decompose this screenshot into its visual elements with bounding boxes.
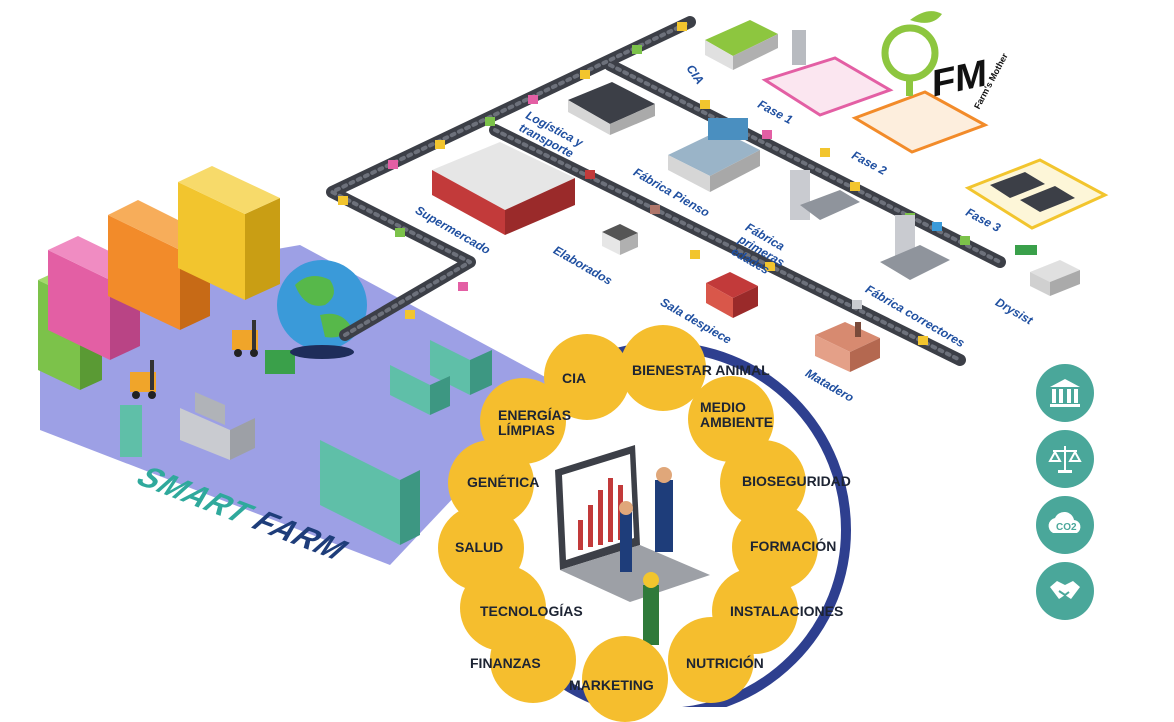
belt-boxes [338,22,970,345]
building-elaborados [602,224,638,255]
ring-label-finanzas: FINANZAS [470,655,541,671]
co2-icon[interactable]: CO2 [1036,496,1094,554]
ring-label-formacion: FORMACIÓN [750,538,837,554]
building-supermercado [432,142,575,235]
co2-icon-glyph: CO2 [1048,511,1081,533]
fase-platforms [761,56,1109,230]
handshake-icon-glyph [1050,581,1080,599]
pallet-stack [120,340,492,545]
scales-icon[interactable] [1036,430,1094,488]
ring-node-bienestar[interactable] [620,325,706,411]
ring-label-medio-ambiente: MEDIO AMBIENTE [700,399,774,431]
supply-chain-illustration [38,16,1109,565]
building-cia [705,20,806,70]
ring-label-bioseguridad: BIOSEGURIDAD [742,473,851,489]
svg-text:CO2: CO2 [1056,522,1077,533]
building-pienso [668,118,760,192]
building-drysist [1015,245,1080,296]
rack-yellow [178,166,280,300]
ring-label-cia: CIA [562,370,587,386]
processing-machine [180,392,255,460]
building-matadero [815,322,880,372]
ring-label-energias: ENERGÍAS LÍMPIAS [498,407,572,439]
ring-label-nutricion: NUTRICIÓN [686,655,764,671]
fm-logo: FM Farm's Mother [880,8,1015,118]
ring-label-genetica: GENÉTICA [467,474,540,490]
ring-node-energias[interactable] [480,378,566,464]
building-despiece [706,272,758,318]
seed-logo-icon [881,11,942,96]
scales-icon-glyph [1048,446,1082,473]
ring-label-instalaciones: INSTALACIONES [730,603,844,619]
bank-icon-glyph [1050,379,1080,407]
smart-farm-infographic: CIA Fase 1 Fase 2 Fase 3 Logística y tra… [38,8,1109,722]
ring-label-tecnologias: TECNOLOGÍAS [480,603,583,619]
building-correctores [880,215,950,280]
handshake-icon[interactable] [1036,562,1094,620]
ring-label-bienestar: BIENESTAR ANIMAL [632,362,770,378]
ring-label-salud: SALUD [455,539,504,555]
ring-node-nutricion[interactable] [668,617,754,703]
laptop-presentation [555,445,710,645]
building-logistica [568,82,655,135]
bank-icon[interactable] [1036,364,1094,422]
building-primeras-edades [790,170,860,220]
forklift [130,320,295,399]
ring-label-marketing: MARKETING [569,677,654,693]
